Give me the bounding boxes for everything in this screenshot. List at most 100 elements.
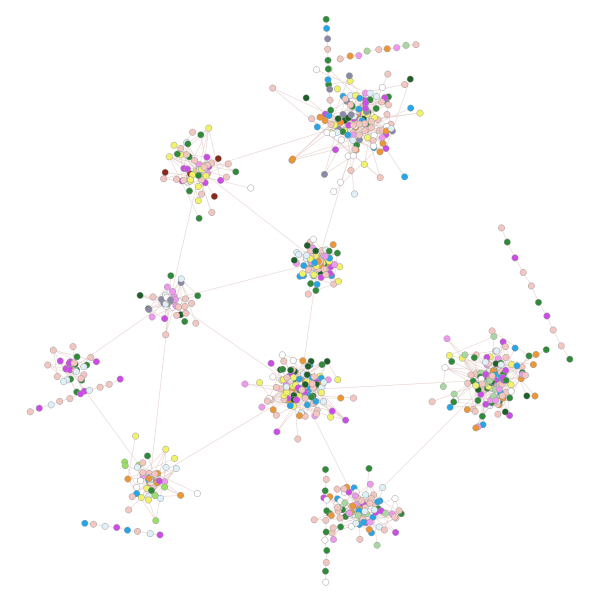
graph-node-bottom-29 bbox=[365, 526, 373, 533]
graph-node-bottom-57 bbox=[334, 504, 341, 512]
graph-node-top-142 bbox=[341, 95, 349, 103]
graph-node-bottom-left-5 bbox=[124, 475, 132, 483]
graph-node-top-137 bbox=[372, 105, 380, 112]
graph-node-top-spine-2 bbox=[324, 35, 332, 43]
graph-node-right-108 bbox=[507, 381, 515, 389]
graph-node-right-138 bbox=[502, 376, 510, 384]
graph-node-core-41 bbox=[295, 251, 303, 258]
graph-node-top-67 bbox=[364, 134, 371, 142]
graph-node-center-low-36 bbox=[273, 428, 281, 436]
graph-node-bottom-spine-1 bbox=[322, 475, 330, 483]
graph-node-right-59 bbox=[522, 371, 529, 379]
graph-node-upper-chain-3 bbox=[363, 47, 371, 55]
graph-node-right-13 bbox=[441, 364, 449, 372]
graph-node-core-28 bbox=[312, 287, 320, 294]
graph-node-right-109 bbox=[529, 361, 537, 369]
graph-node-core-6 bbox=[333, 249, 341, 257]
graph-node-center-low-13 bbox=[258, 403, 266, 411]
graph-node-right-125 bbox=[450, 398, 458, 406]
graph-node-right-arm-6 bbox=[543, 312, 551, 320]
graph-node-left-mid-44 bbox=[167, 296, 174, 304]
graph-node-core-70 bbox=[299, 270, 307, 278]
graph-node-far-left-15 bbox=[56, 357, 64, 365]
graph-node-bottom-18 bbox=[327, 512, 335, 519]
graph-node-top-spine-4 bbox=[324, 56, 332, 64]
graph-edge-top-93 bbox=[340, 119, 364, 183]
graph-node-upper-left-48 bbox=[217, 176, 225, 184]
graph-node-far-left-26 bbox=[69, 343, 77, 351]
graph-node-left-mid-17 bbox=[181, 303, 189, 310]
graph-node-right-129 bbox=[446, 403, 454, 411]
graph-node-top-123 bbox=[302, 94, 310, 102]
graph-node-upper-left-6 bbox=[208, 209, 216, 216]
graph-node-core-90 bbox=[309, 235, 317, 243]
graph-node-right-arm-9 bbox=[566, 355, 574, 363]
graph-node-bottom-52 bbox=[310, 516, 318, 524]
graph-node-top-spine-7 bbox=[326, 85, 334, 93]
graph-node-left-arm-3 bbox=[56, 397, 64, 405]
graph-edge-link-2-3 bbox=[169, 261, 319, 301]
graph-node-left-mid-7 bbox=[194, 292, 202, 300]
graph-node-far-left-6 bbox=[49, 346, 57, 354]
graph-edge-link-5-7 bbox=[149, 389, 301, 481]
graph-node-right-82 bbox=[471, 407, 479, 415]
graph-node-right-arm-5 bbox=[535, 298, 542, 306]
graph-node-left-mid-40 bbox=[175, 303, 183, 311]
graph-node-left-mid-16 bbox=[188, 300, 196, 307]
graph-edge-far-left-22 bbox=[47, 364, 68, 381]
graph-node-right-106 bbox=[532, 351, 540, 358]
graph-node-bottom-78 bbox=[330, 536, 337, 543]
graph-node-upper-left-18 bbox=[203, 153, 211, 161]
graph-node-right-131 bbox=[467, 371, 475, 379]
graph-node-right-122 bbox=[501, 408, 509, 416]
graph-node-far-left-19 bbox=[44, 361, 52, 369]
graph-node-top-spine-0 bbox=[322, 15, 330, 23]
graph-edge-link-1-2 bbox=[199, 169, 319, 263]
graph-node-far-left-25 bbox=[70, 359, 78, 367]
graph-node-left-arm-7 bbox=[96, 383, 104, 391]
graph-node-upper-chain-7 bbox=[402, 41, 410, 49]
graph-node-top-spine-9 bbox=[327, 106, 335, 114]
graph-node-top-149 bbox=[387, 125, 395, 132]
graph-edge-bottom-left-37 bbox=[127, 436, 136, 480]
graph-node-bottom-left-6 bbox=[172, 465, 180, 472]
graph-node-center-low-104 bbox=[301, 381, 309, 388]
graph-node-center-low-117 bbox=[295, 375, 303, 383]
graph-node-bottom-76 bbox=[345, 509, 353, 517]
graph-node-top-94 bbox=[344, 131, 352, 139]
graph-node-top-50 bbox=[313, 123, 321, 131]
graph-node-right-147 bbox=[492, 397, 500, 405]
graph-node-bottom-85 bbox=[354, 511, 362, 519]
graph-node-upper-left-21 bbox=[177, 145, 185, 152]
graph-node-right-66 bbox=[531, 392, 539, 400]
graph-node-center-low-64 bbox=[289, 357, 297, 364]
graph-node-upper-chain-2 bbox=[355, 52, 363, 60]
graph-node-top-43 bbox=[376, 174, 384, 182]
graph-edge-center-low-80 bbox=[268, 369, 281, 399]
graph-node-top-6 bbox=[308, 115, 316, 123]
graph-node-center-low-129 bbox=[283, 383, 290, 391]
graph-node-right-arm-3 bbox=[519, 269, 527, 276]
graph-node-far-left-4 bbox=[92, 358, 100, 366]
graph-edge-far-left-8 bbox=[53, 349, 87, 366]
graph-node-top-59 bbox=[373, 93, 380, 100]
graph-node-top-136 bbox=[351, 146, 359, 153]
graph-edge-top-115 bbox=[292, 130, 380, 160]
graph-edge-link-1-3 bbox=[169, 169, 201, 301]
graph-node-top-138 bbox=[356, 94, 364, 102]
graph-node-top-122 bbox=[347, 111, 355, 119]
graph-node-bottom-56 bbox=[351, 492, 359, 500]
graph-node-top-97 bbox=[345, 72, 353, 80]
graph-node-center-low-126 bbox=[308, 380, 316, 388]
graph-node-center-low-65 bbox=[269, 373, 277, 381]
graph-node-top-141 bbox=[401, 173, 409, 181]
graph-node-top-spine-5 bbox=[324, 65, 332, 73]
graph-node-bottom-84 bbox=[365, 465, 373, 472]
graph-node-left-arm-6 bbox=[85, 386, 93, 394]
graph-node-center-low-93 bbox=[318, 389, 325, 397]
graph-node-center-low-107 bbox=[303, 401, 311, 409]
graph-node-top-127 bbox=[378, 83, 386, 91]
graph-node-bottom-74 bbox=[374, 498, 382, 506]
graph-node-upper-left-41 bbox=[195, 214, 203, 222]
graph-node-center-low-35 bbox=[269, 406, 277, 414]
